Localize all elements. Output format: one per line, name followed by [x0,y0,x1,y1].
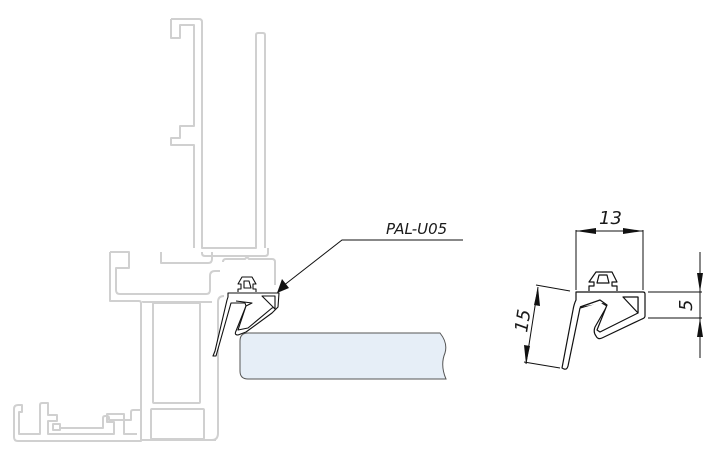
leader-arrowhead [277,279,289,293]
dim-height-arrow-bottom [524,345,530,364]
frame-right-chamber [222,256,276,285]
dim-width-arrow-left [576,228,596,234]
seal-triangle [261,295,276,310]
frame-mid-block [201,248,269,257]
leader-line [282,239,463,287]
frame-upper-hook [170,19,195,248]
part-code-label: PAL-U05 [386,220,447,238]
glass-pane [239,332,447,380]
frame-upper-leg [171,18,266,249]
dim-base-arrow-bottom [697,318,703,337]
dimension-width-value: 13 [599,208,622,229]
seal-detail [561,271,646,370]
frame-glazing-wall [211,295,225,441]
dim-base-arrow-top [697,273,703,292]
installed-seal-profile [212,276,280,357]
detail-clip-slot [596,274,610,284]
detail-triangle [622,296,639,314]
callout-leader [277,239,463,293]
frame-chamber-upper [152,302,201,404]
dimension-height [523,284,571,369]
dim-height-ext-bottom [523,361,561,369]
dimension-base-value: 5 [676,300,697,311]
seal-clip-slot [243,280,252,289]
frame-mid-top [160,252,213,264]
dimension-height-value: 15 [511,308,535,334]
frame-left-wall [109,252,216,441]
frame-bottom-base [13,402,142,442]
frame-inner-wall [142,301,212,303]
dimension-base [648,252,703,358]
dim-height-ext-top [535,284,571,292]
dim-height-arrow-top [534,287,540,306]
frame-left-block [110,251,220,295]
frame-bottom-hooks [52,409,142,440]
dimension-width [575,228,644,290]
frame-profile [13,18,276,442]
frame-chamber-lower [150,408,205,440]
dim-width-arrow-right [623,228,643,234]
